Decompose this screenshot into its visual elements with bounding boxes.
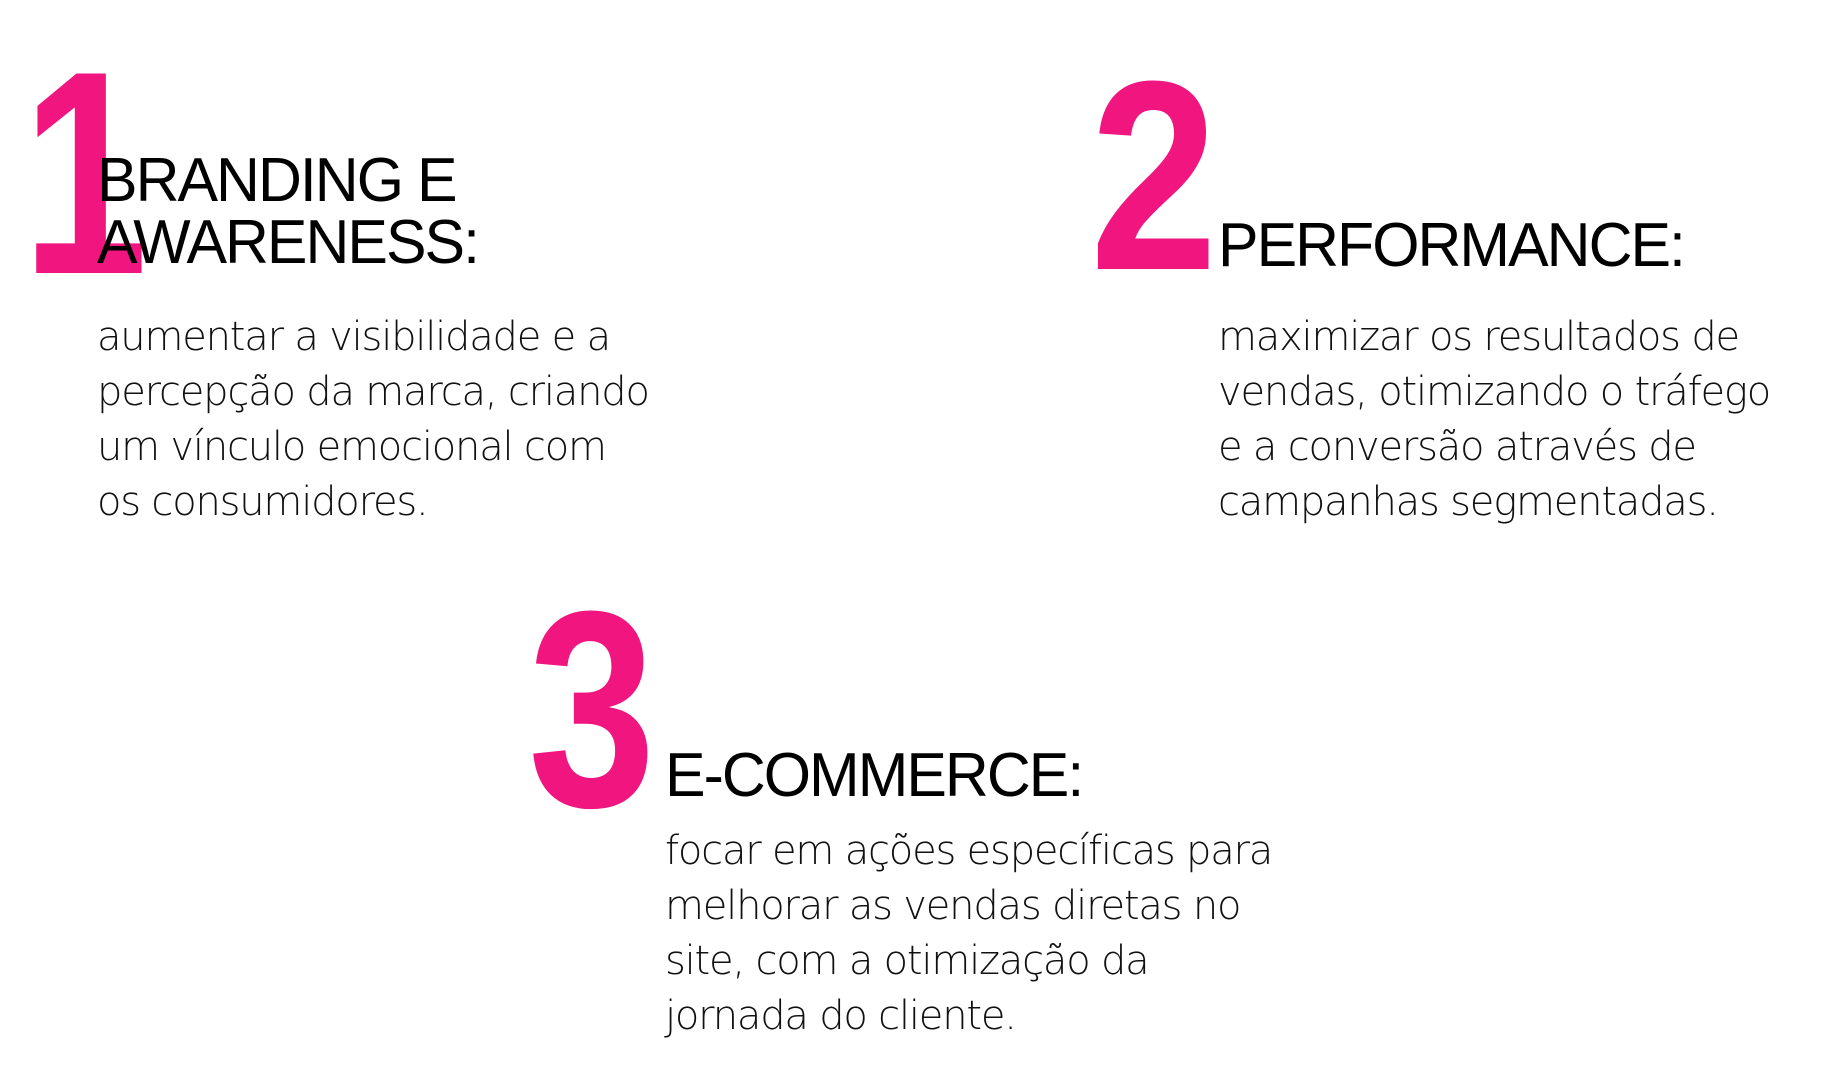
item-description: focar em ações específicas para melhorar… (665, 824, 1273, 1044)
item-description-line: focar em ações específicas para (665, 828, 1273, 874)
item-description-line: aumentar a visibilidade e a (97, 314, 611, 360)
item-description-line: site, com a otimização da (665, 938, 1150, 984)
item-description-line: campanhas segmentadas. (1218, 479, 1719, 525)
item-title: E-COMMERCE: (665, 741, 1084, 810)
item-description-line: os consumidores. (97, 479, 429, 525)
item-number: 2 (1090, 26, 1218, 327)
item-description-line: percepção da marca, criando (97, 369, 650, 415)
item-description-line: vendas, otimizando o tráfego (1218, 369, 1771, 415)
item-description-line: e a conversão através de (1218, 424, 1697, 470)
item-description-line: melhorar as vendas diretas no (665, 883, 1241, 929)
item-title: PERFORMANCE: (1218, 211, 1686, 280)
item-title-line: BRANDING E (97, 146, 457, 215)
item-number: 3 (528, 554, 656, 866)
item-description-line: um vínculo emocional com (97, 424, 607, 470)
item-title: BRANDING E AWARENESS: (97, 146, 480, 277)
item-title-line: PERFORMANCE: (1218, 211, 1686, 280)
item-title-line: AWARENESS: (97, 208, 480, 277)
item-title-line: E-COMMERCE: (665, 741, 1084, 810)
item-description: aumentar a visibilidade e a percepção da… (97, 310, 650, 530)
item-description: maximizar os resultados de vendas, otimi… (1218, 310, 1771, 530)
item-number: 1 (22, 11, 148, 335)
item-description-line: maximizar os resultados de (1218, 314, 1740, 360)
item-description-line: jornada do cliente. (665, 993, 1017, 1039)
